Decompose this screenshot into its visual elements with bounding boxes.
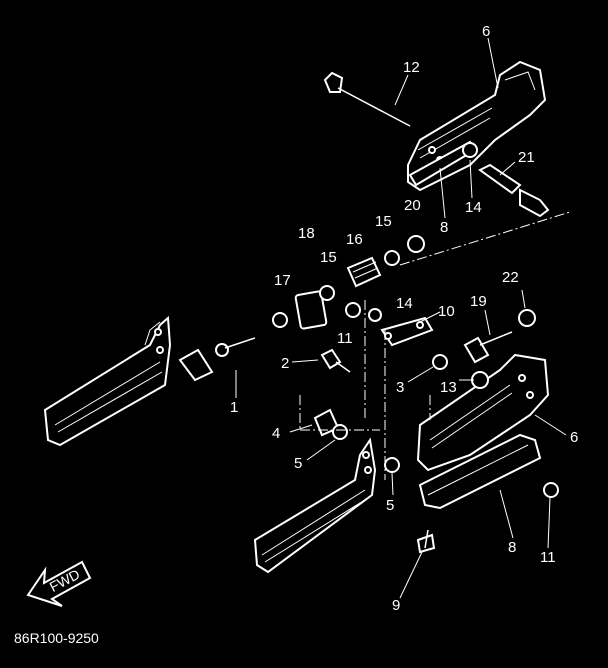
callout-1: 1 bbox=[230, 399, 238, 416]
callout-15-left: 15 bbox=[320, 249, 337, 266]
callout-8-upper: 8 bbox=[440, 219, 448, 236]
drawing-code: 86R100-9250 bbox=[14, 630, 99, 646]
callout-15-right: 15 bbox=[375, 213, 392, 230]
left-slide-rail bbox=[43, 315, 172, 447]
callout-3: 3 bbox=[396, 379, 404, 396]
callout-5-right: 5 bbox=[386, 497, 394, 514]
callout-12: 12 bbox=[403, 59, 420, 76]
forward-direction-arrow: FWD bbox=[26, 560, 92, 607]
callout-16: 16 bbox=[346, 231, 363, 248]
bolt-12 bbox=[323, 71, 411, 127]
lower-rail bbox=[418, 433, 542, 510]
lower-left-slide-rail bbox=[253, 437, 377, 574]
upper-bracket bbox=[407, 60, 547, 192]
callout-6: 6 bbox=[570, 429, 578, 446]
lower-right-bracket bbox=[416, 353, 550, 472]
callout-4: 4 bbox=[272, 425, 280, 442]
small-parts bbox=[178, 142, 559, 554]
callout-14-upper: 14 bbox=[465, 199, 482, 216]
callout-19: 20 bbox=[404, 197, 421, 214]
callout-5-left: 5 bbox=[294, 455, 302, 472]
callout-11-lower: 11 bbox=[540, 549, 556, 566]
callout-22: 22 bbox=[502, 269, 519, 286]
callout-11-upper: 11 bbox=[337, 330, 353, 347]
leader-lines bbox=[235, 37, 567, 599]
callout-13: 13 bbox=[440, 379, 457, 396]
callout-10: 10 bbox=[438, 303, 455, 320]
callout-14-lower: 14 bbox=[396, 295, 413, 312]
callouts: 6 12 21 14 8 20 15 16 15 18 17 22 19 14 … bbox=[230, 23, 578, 614]
callout-9: 9 bbox=[392, 597, 400, 614]
bolt-20 bbox=[478, 163, 550, 218]
callout-20: 21 bbox=[518, 149, 535, 166]
callout-18: 18 bbox=[298, 225, 315, 242]
callout-21: 19 bbox=[470, 293, 487, 310]
callout-7: 6 bbox=[482, 23, 490, 40]
center-lines bbox=[299, 211, 571, 480]
callout-2: 2 bbox=[281, 355, 289, 372]
callout-8-lower: 8 bbox=[508, 539, 516, 556]
callout-17: 17 bbox=[274, 272, 291, 289]
